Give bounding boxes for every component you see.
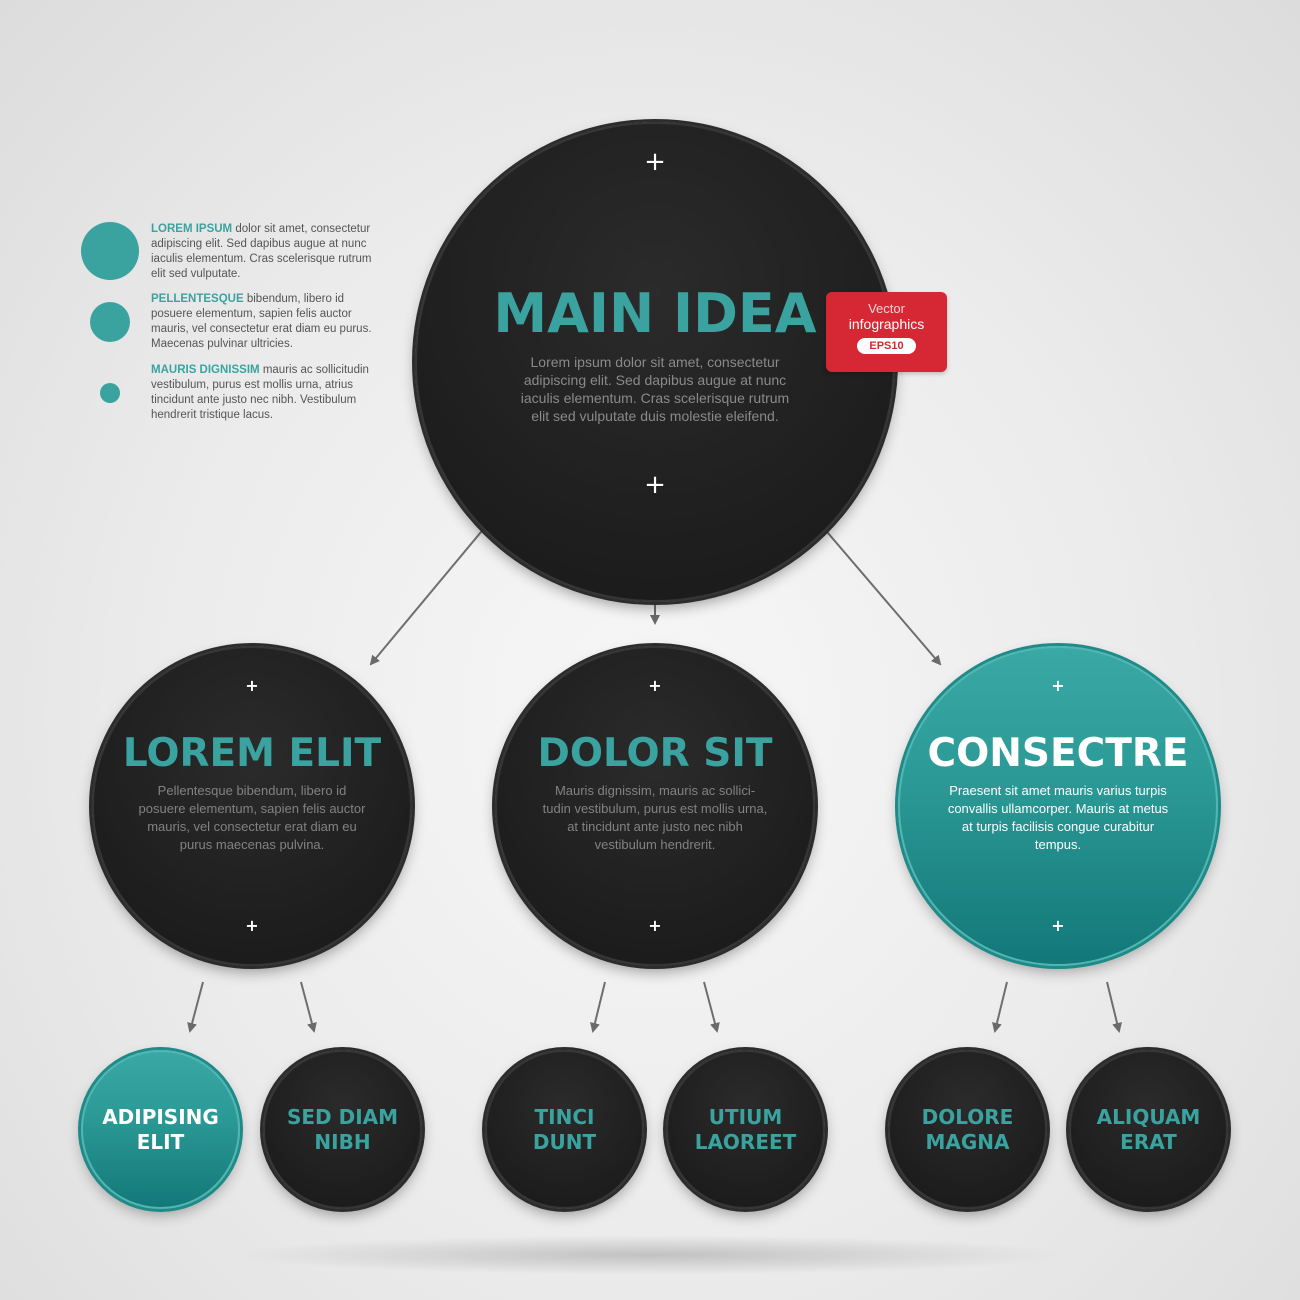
utium-laoreet-line-1: UTIUM — [708, 1104, 783, 1129]
consectre-body: Praesent sit amet mauris varius turpis c… — [947, 782, 1169, 852]
legend-item-2-text: bibendum, libero id posuere elementum, s… — [151, 293, 372, 350]
legend-item-3-text: mauris ac sollicitudin vestibulum, purus… — [151, 364, 369, 421]
tinci-dunt-circle: TINCI DUNT — [485, 1050, 644, 1209]
dolor-sit-title: DOLOR SIT — [537, 730, 773, 776]
legend-item-2-heading: PELLENTESQUE — [151, 293, 244, 305]
lorem-elit-title: LOREM ELIT — [122, 730, 382, 776]
dolore-magna-line-1: DOLORE — [921, 1104, 1014, 1129]
plus-icon: + — [1051, 916, 1065, 935]
main-idea-title: MAIN IDEA — [493, 281, 817, 345]
sed-diam-nibh-circle: SED DIAM NIBH — [263, 1050, 422, 1209]
consectre-circle: + CONSECTRE Praesent sit amet mauris var… — [898, 646, 1218, 966]
adipising-elit-line-1: ADIPISING — [102, 1104, 219, 1129]
arrow-dolor-to-tinci — [590, 981, 606, 1033]
legend-item-2: PELLENTESQUE bibendum, libero id posuere… — [151, 292, 386, 352]
arrow-main-to-lorem — [369, 525, 487, 666]
legend-item-3-heading: MAURIS DIGNISSIM — [151, 364, 260, 376]
plus-icon: + — [245, 676, 259, 695]
adipising-elit-line-2: ELIT — [136, 1129, 185, 1154]
arrow-consectre-to-aliquam — [1106, 981, 1122, 1033]
dolor-sit-circle: + DOLOR SIT Mauris dignissim, mauris ac … — [495, 646, 815, 966]
sed-diam-nibh-line-1: SED DIAM — [286, 1104, 399, 1129]
utium-laoreet-circle: UTIUM LAOREET — [666, 1050, 825, 1209]
sed-diam-nibh-line-2: NIBH — [314, 1129, 371, 1154]
aliquam-erat-circle: ALIQUAM ERAT — [1069, 1050, 1228, 1209]
plus-icon: + — [644, 470, 666, 500]
plus-icon: + — [245, 916, 259, 935]
plus-icon: + — [1051, 676, 1065, 695]
dolore-magna-line-2: MAGNA — [925, 1129, 1010, 1154]
plus-icon: + — [644, 147, 666, 177]
plus-icon: + — [648, 916, 662, 935]
dolor-sit-body: Mauris dignissim, mauris ac sollici-tudi… — [542, 782, 768, 852]
legend-dot-medium — [90, 302, 130, 342]
tinci-dunt-line-2: DUNT — [532, 1129, 597, 1154]
arrow-dolor-to-utium — [703, 981, 720, 1033]
aliquam-erat-line-1: ALIQUAM — [1096, 1104, 1201, 1129]
badge-tag: EPS10 — [857, 338, 916, 354]
arrow-main-to-consectre — [821, 525, 942, 666]
legend-dot-large — [81, 222, 139, 280]
dolore-magna-circle: DOLORE MAGNA — [888, 1050, 1047, 1209]
main-idea-circle: + MAIN IDEA Lorem ipsum dolor sit amet, … — [415, 122, 895, 602]
vector-infographics-badge: Vector infographics EPS10 — [826, 292, 947, 372]
adipising-elit-circle: ADIPISING ELIT — [81, 1050, 240, 1209]
consectre-title: CONSECTRE — [927, 730, 1189, 776]
badge-line-2: infographics — [848, 316, 925, 332]
main-idea-body: Lorem ipsum dolor sit amet, consectetur … — [520, 353, 790, 424]
arrow-consectre-to-dolore — [992, 981, 1008, 1033]
lorem-elit-circle: + LOREM ELIT Pellentesque bibendum, libe… — [92, 646, 412, 966]
arrow-lorem-to-adipising — [187, 981, 204, 1033]
legend-item-3: MAURIS DIGNISSIM mauris ac sollicitudin … — [151, 363, 386, 423]
floor-shadow — [230, 1235, 1070, 1275]
legend-item-1-heading: LOREM IPSUM — [151, 223, 233, 235]
legend-dot-small — [100, 383, 120, 403]
legend-item-1-text: dolor sit amet, consectetur adipiscing e… — [151, 223, 372, 280]
utium-laoreet-line-2: LAOREET — [694, 1129, 797, 1154]
aliquam-erat-line-2: ERAT — [1120, 1129, 1177, 1154]
badge-line-1: Vector — [868, 301, 905, 316]
arrow-lorem-to-sed — [300, 981, 317, 1033]
tinci-dunt-line-1: TINCI — [534, 1104, 595, 1129]
lorem-elit-body: Pellentesque bibendum, libero id posuere… — [138, 782, 366, 852]
legend-item-1: LOREM IPSUM dolor sit amet, consectetur … — [151, 222, 386, 282]
plus-icon: + — [648, 676, 662, 695]
